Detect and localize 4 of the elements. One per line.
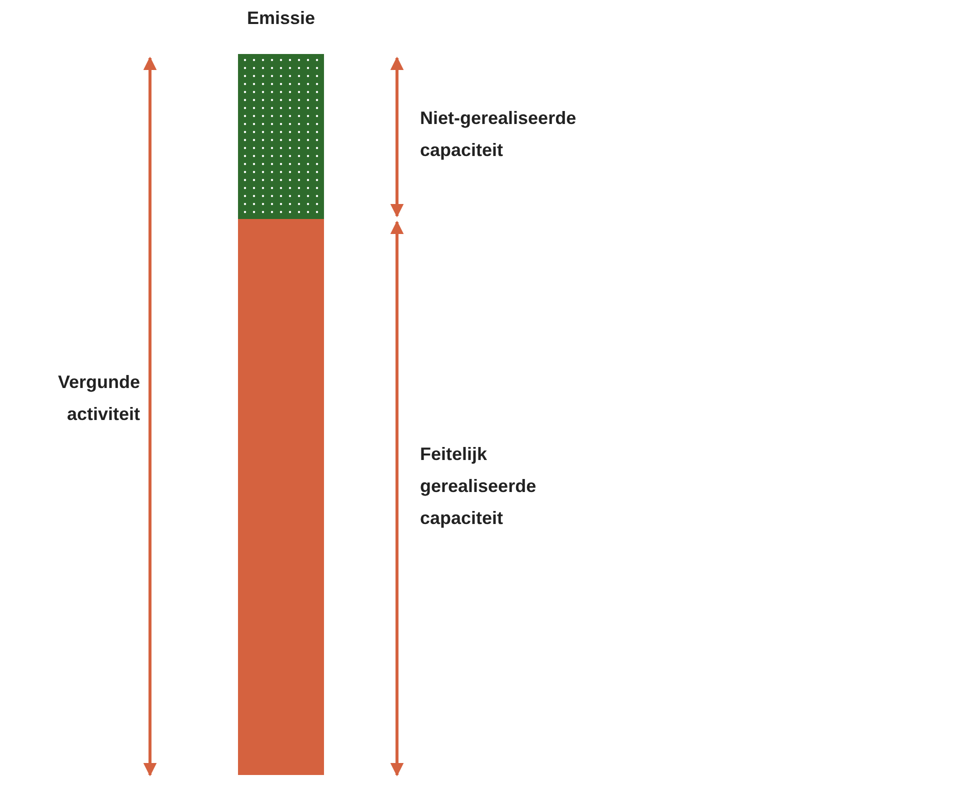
dimension-label: Niet-gerealiseerde capaciteit xyxy=(420,107,578,162)
bar-title: Emissie xyxy=(246,7,316,30)
dimension-label: Feitelijk gerealiseerde capaciteit xyxy=(420,443,538,530)
dimension-label: Vergunde activiteit xyxy=(56,371,140,426)
